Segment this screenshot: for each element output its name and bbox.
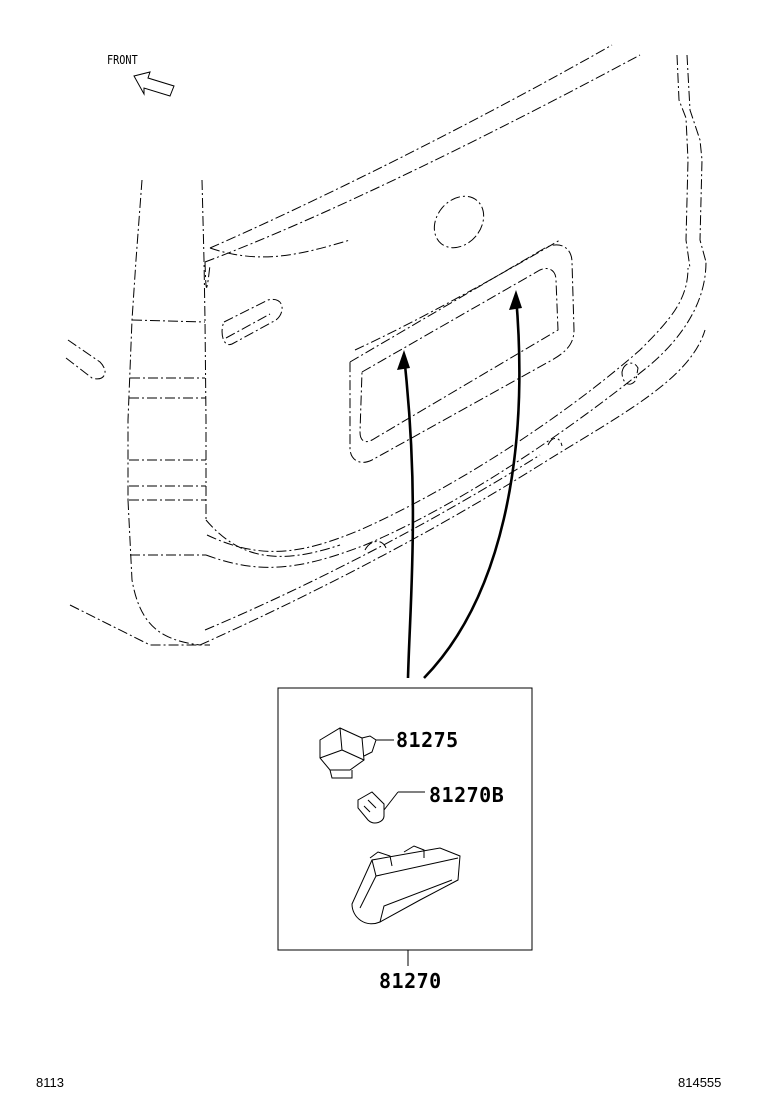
bulb-part-drawing (357, 791, 425, 824)
part-number-lamp-assembly[interactable]: 81270 (379, 969, 442, 993)
footer-left-code: 8113 (36, 1075, 64, 1090)
parts-box (277, 687, 533, 951)
front-arrow-icon (133, 71, 175, 97)
part-number-bulb[interactable]: 81270B (429, 783, 505, 807)
socket-part-drawing (319, 727, 390, 779)
front-direction-label: FRONT (107, 53, 138, 67)
footer-right-code: 814555 (678, 1075, 722, 1090)
lamp-housing-drawing (351, 845, 461, 925)
vehicle-rear-outline (65, 44, 707, 646)
leader-arrows (397, 290, 522, 679)
part-number-socket[interactable]: 81275 (396, 728, 459, 752)
